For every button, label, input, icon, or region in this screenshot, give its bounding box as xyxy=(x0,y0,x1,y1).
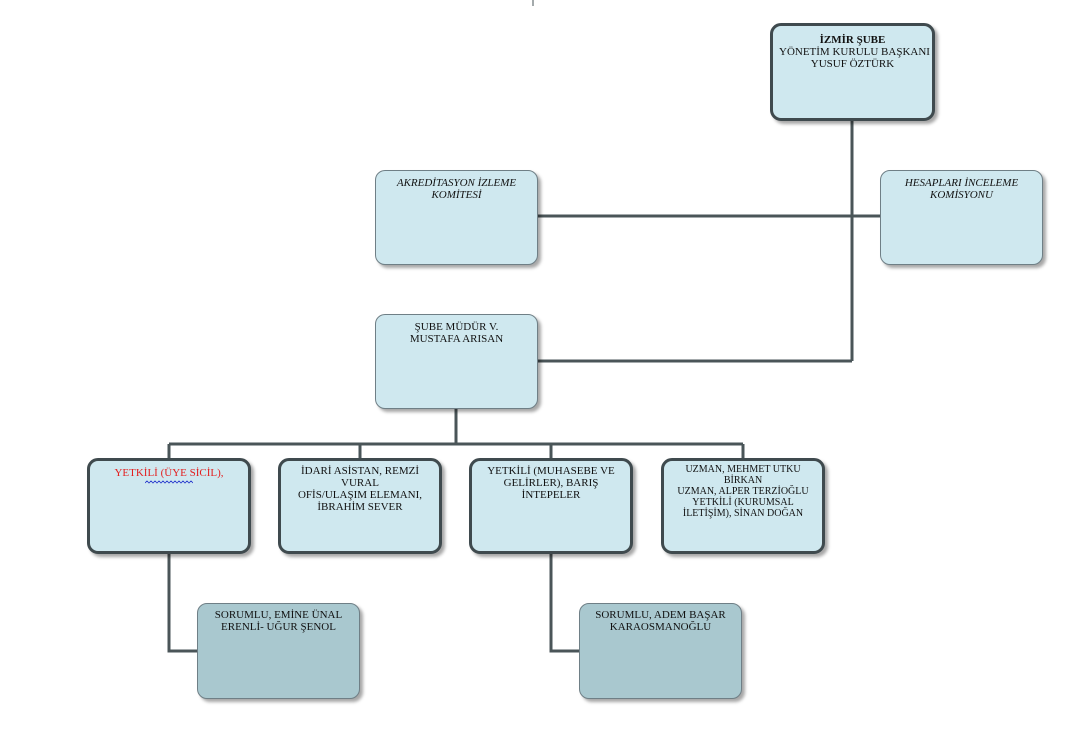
box-muhasebe: YETKİLİ (MUHASEBE VE GELİRLER), BARIŞ İN… xyxy=(469,458,633,554)
box-hesaplari: HESAPLARI İNCELEME KOMİSYONU xyxy=(880,170,1043,265)
box-izmir-sube-baskan: İZMİR ŞUBE YÖNETİM KURULU BAŞKANI YUSUF … xyxy=(770,23,935,121)
muhasebe-line2: GELİRLER), BARIŞ xyxy=(503,477,599,489)
uzman-line2: BİRKAN xyxy=(723,475,763,486)
hesaplari-line1: HESAPLARI İNCELEME xyxy=(904,177,1019,189)
box-akreditasyon: AKREDİTASYON İZLEME KOMİTESİ xyxy=(375,170,538,265)
hesaplari-line2: KOMİSYONU xyxy=(930,189,993,201)
connector-adem xyxy=(549,554,579,653)
sorumlu-adem-line1: SORUMLU, ADEM BAŞAR xyxy=(595,609,726,621)
top-box-line1: İZMİR ŞUBE xyxy=(819,34,886,46)
uzman-line4: YETKİLİ (KURUMSAL xyxy=(692,497,794,508)
box-uzman: UZMAN, MEHMET UTKU BİRKAN UZMAN, ALPER T… xyxy=(661,458,825,554)
top-box-line3: YUSUF ÖZTÜRK xyxy=(810,58,895,70)
sorumlu-adem-line2: KARAOSMANOĞLU xyxy=(609,621,712,633)
muhasebe-line3: İNTEPELER xyxy=(521,489,581,501)
top-box-line2: YÖNETİM KURULU BAŞKANI xyxy=(779,46,930,58)
akreditasyon-line2: KOMİTESİ xyxy=(431,189,482,201)
sorumlu-emine-line2: ERENLİ- UĞUR ŞENOL xyxy=(221,621,336,633)
spellcheck-squiggle xyxy=(145,480,193,484)
muhasebe-line1: YETKİLİ (MUHASEBE VE xyxy=(487,465,615,477)
uzman-line1: UZMAN, MEHMET UTKU xyxy=(685,464,801,475)
sorumlu-emine-line1: SORUMLU, EMİNE ÜNAL xyxy=(214,609,343,621)
uye-sicil-line1: YETKİLİ (ÜYE SİCİL), xyxy=(114,467,224,479)
box-idari: İDARİ ASİSTAN, REMZİ VURAL OFİS/ULAŞIM E… xyxy=(278,458,442,554)
uzman-line5: İLETİŞİM), SİNAN DOĞAN xyxy=(682,508,804,519)
box-sorumlu-emine: SORUMLU, EMİNE ÜNAL ERENLİ- UĞUR ŞENOL xyxy=(197,603,360,699)
idari-line1: İDARİ ASİSTAN, REMZİ xyxy=(301,465,419,477)
akreditasyon-line1: AKREDİTASYON İZLEME xyxy=(396,177,517,189)
sube-mudur-line2: MUSTAFA ARISAN xyxy=(409,333,504,345)
uzman-line3: UZMAN, ALPER TERZİOĞLU xyxy=(677,486,809,497)
idari-line3: OFİS/ULAŞIM ELEMANI, xyxy=(297,489,423,501)
sube-mudur-line1: ŞUBE MÜDÜR V. xyxy=(414,321,499,333)
idari-line2: VURAL xyxy=(341,477,379,489)
box-uye-sicil: YETKİLİ (ÜYE SİCİL), xyxy=(87,458,251,554)
connector-emine xyxy=(167,554,197,653)
box-sube-mudur: ŞUBE MÜDÜR V. MUSTAFA ARISAN xyxy=(375,314,538,409)
box-sorumlu-adem: SORUMLU, ADEM BAŞAR KARAOSMANOĞLU xyxy=(579,603,742,699)
idari-line4: İBRAHİM SEVER xyxy=(317,501,403,513)
